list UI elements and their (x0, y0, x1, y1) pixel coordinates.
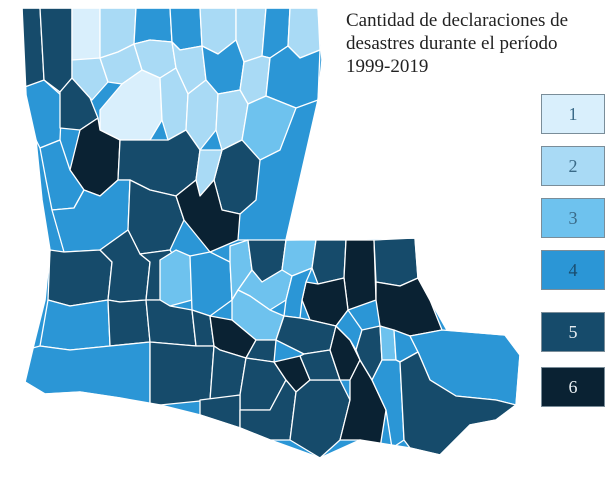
parish (39, 8, 73, 93)
parish (149, 341, 215, 406)
parish (107, 299, 151, 347)
parish (133, 8, 173, 45)
legend-item-1: 1 (541, 94, 605, 134)
legend-label: 6 (568, 376, 578, 397)
parish (159, 249, 193, 307)
legend-label: 3 (568, 207, 578, 228)
parish (283, 267, 313, 319)
parish (169, 8, 203, 51)
parish (39, 299, 111, 351)
parish (24, 341, 151, 406)
legend-label: 4 (568, 259, 578, 280)
legend-item-4: 4 (541, 250, 605, 290)
legend-item-3: 3 (541, 198, 605, 238)
legend-label: 5 (568, 321, 578, 342)
parish (175, 179, 241, 253)
state-outline (21, 7, 521, 459)
legend-label: 2 (568, 155, 578, 176)
legend-item-5: 5 (541, 312, 605, 352)
parish (71, 57, 109, 101)
parish (199, 394, 241, 429)
legend-item-6: 6 (541, 367, 605, 407)
legend-item-2: 2 (541, 146, 605, 186)
parish (373, 237, 419, 287)
parish (343, 239, 377, 311)
parish (311, 239, 347, 285)
parish (47, 249, 113, 307)
parish (371, 359, 405, 449)
parish (22, 79, 63, 149)
legend-label: 1 (568, 103, 578, 124)
title-line-3: 1999-2019 (346, 56, 429, 77)
map-title: Cantidad de declaraciones de desastres d… (346, 9, 596, 78)
title-line-2: desastres durante el período (346, 33, 558, 54)
title-line-1: Cantidad de declaraciones de (346, 10, 569, 31)
